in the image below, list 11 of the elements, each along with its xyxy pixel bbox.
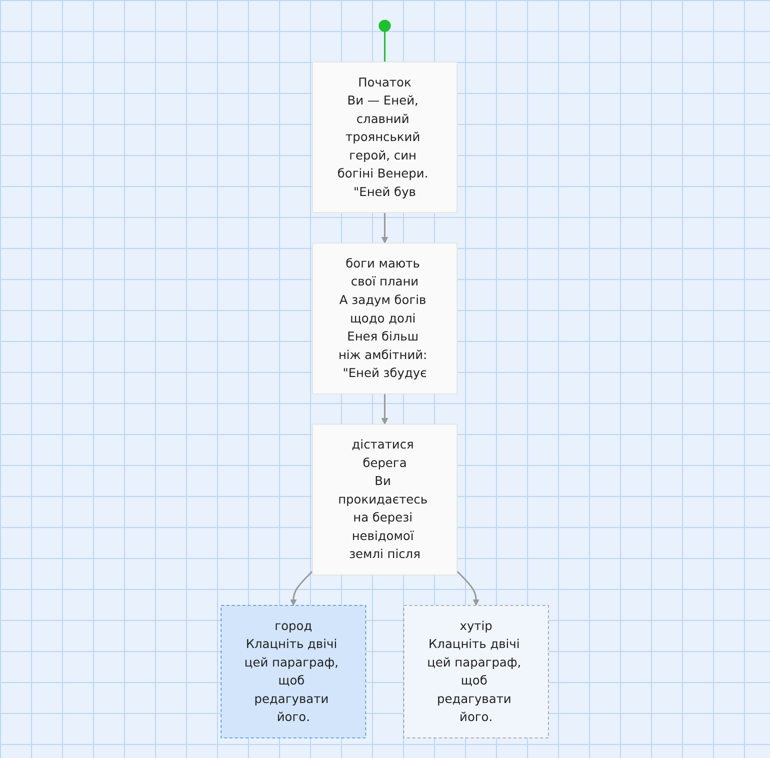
arrow: [456, 570, 480, 606]
arrow: [382, 212, 388, 244]
node-box: город Клацніть двічі цей параграф, щоб редагувати його.: [220, 605, 366, 738]
node-box: Початок Ви — Еней, славний троянський герой, син богіні Венери. "Еней був: [312, 62, 458, 214]
node-circle: [378, 20, 392, 32]
node-box: хутір Клацніть двічі цей параграф, щоб редагувати його.: [404, 605, 550, 738]
node-box: боги мають свої плани А задум богів щодо долі Енея більш ніж амбітний: "Еней збудує: [312, 242, 458, 394]
arrow: [382, 394, 388, 425]
connector: [384, 32, 386, 62]
arrow: [290, 570, 314, 606]
node-box: дістатися берега Ви прокидаєтесь на березі невідомої землі після: [312, 424, 458, 576]
